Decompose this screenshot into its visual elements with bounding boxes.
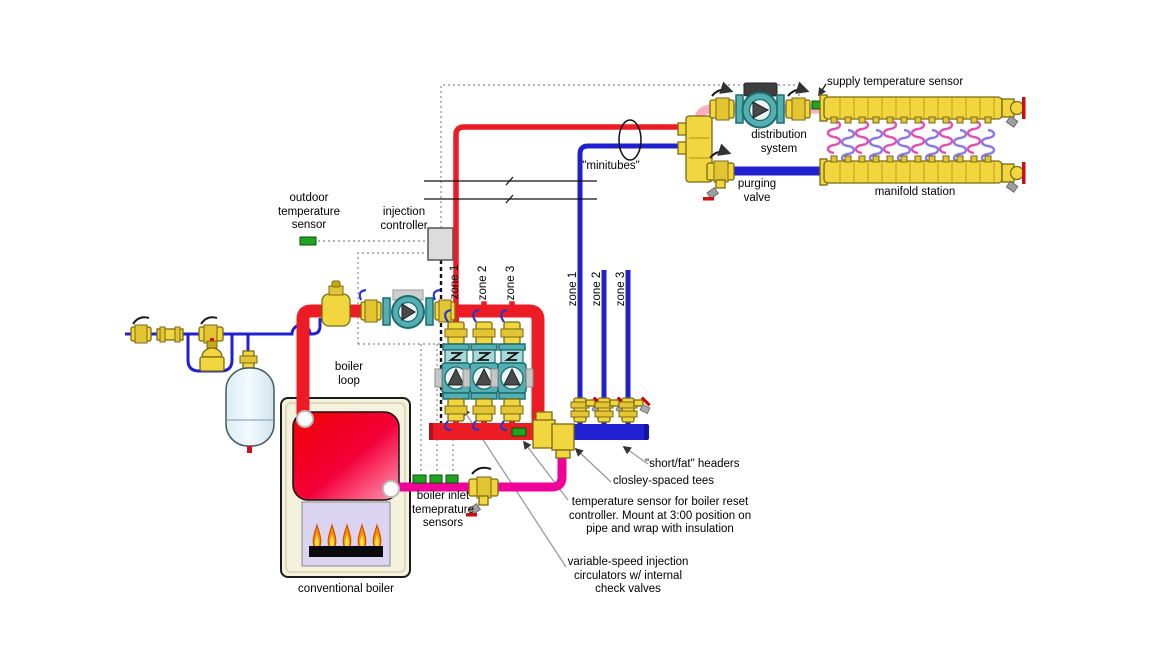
label-purging-valve: purging valve [737,178,777,204]
label-boiler-loop: boiler loop [334,361,364,387]
supply-manifold [819,94,1026,128]
label-manifold-station: manifold station [874,186,956,198]
return-manifold [819,155,1026,193]
label-zone2-supply: zone 2 [477,264,489,302]
return-header [570,424,649,440]
label-zone3-return: zone 3 [615,271,627,307]
injection-circulators [433,308,535,432]
return-manifold-end-valve [1001,162,1026,193]
label-reset-sensor-note: temperature sensor for boiler reset cont… [568,496,752,535]
closely-spaced-tees [532,411,575,459]
air-separator [321,280,351,327]
injection-circulator-zone3 [489,308,535,432]
boiler-heat-exchanger [292,411,400,501]
feed-ball-valve-2 [198,316,224,344]
label-variable-speed-note: variable-speed injection circulators w/ … [567,556,689,595]
boiler-reset-sensor [511,427,527,437]
label-outdoor-sensor: outdoor temperature sensor [277,192,341,231]
distribution-circulator [709,81,811,129]
label-zone1-return: zone 1 [567,271,579,307]
supply-manifold-end-valve [1001,97,1026,128]
boiler-loop-circulator [358,288,456,329]
label-injection-controller: injection controller [380,206,428,232]
burner-bar [309,546,383,557]
outdoor-sensor [299,236,317,246]
expansion-tank-fitting [239,350,258,369]
label-short-fat-headers: "short/fat" headers [645,458,740,470]
purging-valve [703,143,735,201]
feed-ball-valve-1 [130,316,152,344]
boiler-supply-pipe [296,304,545,424]
boiler-inlet-sensors [412,474,459,484]
boiler-return-valve [466,466,499,517]
label-conventional-boiler: conventional boiler [298,583,394,595]
label-boiler-inlet-sensors: boiler inlet temeprature sensors [411,490,475,529]
manifold-tubing-loops [826,119,996,164]
riser-purge-valves [570,395,652,423]
boiler-ports [296,410,400,498]
feed-check-valve [156,326,184,343]
label-closely-spaced-tees: closley-spaced tees [613,475,714,487]
minitubes-ellipse [618,119,642,161]
injection-controller-box [427,227,454,261]
supply-header [429,423,538,440]
burner-flames [309,524,383,557]
label-supply-temperature-sensor: supply temperature sensor [827,76,964,88]
manifold-connection-block [677,115,713,183]
boiler-return-pipe [396,452,567,492]
label-zone2-return: zone 2 [591,271,603,307]
label-minitubes: "minitubes" [582,160,640,172]
label-distribution-system: distribution system [751,129,807,155]
label-zone3-supply: zone 3 [505,264,517,302]
pipe-break-lines [424,176,597,204]
label-zone1-supply: zone 1 [449,264,461,300]
expansion-tank [225,367,275,453]
pressure-reducing-valve [199,338,225,372]
